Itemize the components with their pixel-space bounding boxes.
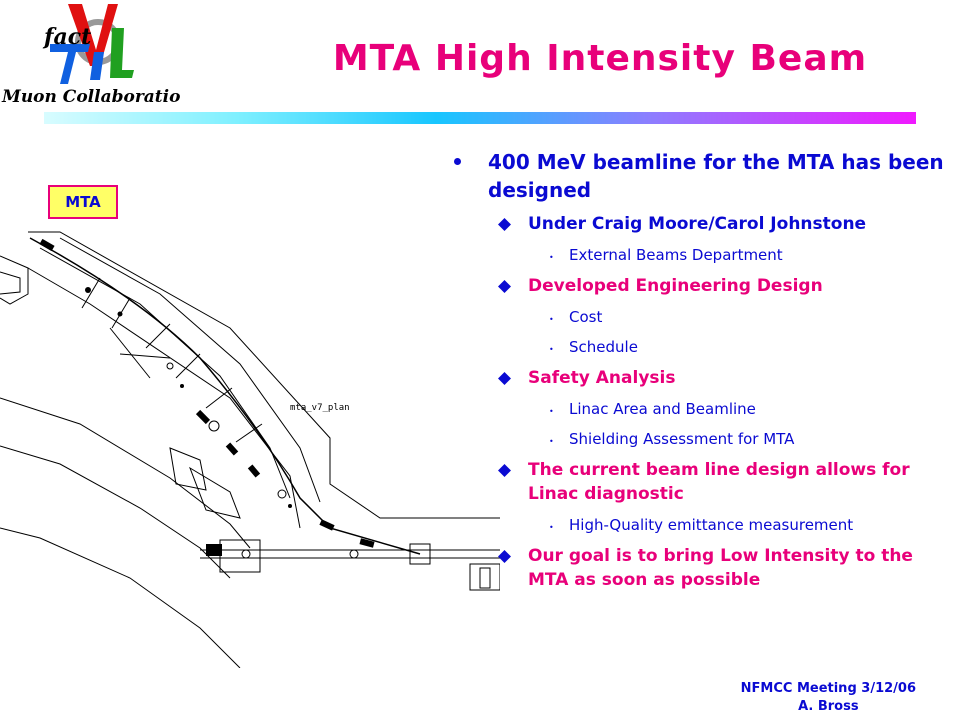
bullet-subsub: • Cost xyxy=(549,308,603,326)
bullet-list: 400 MeV beamline for the MTA has been de… xyxy=(448,148,948,600)
bullet-subsub: • Schedule xyxy=(549,338,638,356)
bullet-subsub: • External Beams Department xyxy=(549,246,783,264)
plan-label: mta_v7_plan xyxy=(290,403,350,413)
diamond-bullet-icon xyxy=(498,550,511,563)
bullet-dot-icon xyxy=(454,158,461,165)
logo-word-fact: fact xyxy=(42,24,91,50)
footer-meeting: NFMCC Meeting 3/12/06 xyxy=(740,681,916,696)
bullet-sub: Our goal is to bring Low Intensity to th… xyxy=(448,544,948,592)
bullet-sub: Developed Engineering Design xyxy=(448,274,948,298)
bullet-sub: Under Craig Moore/Carol Johnstone xyxy=(448,212,948,236)
logo-graphic: fact Muon Collaboration xyxy=(1,4,193,107)
bullet-subsub: • Shielding Assessment for MTA xyxy=(549,430,795,448)
logo-word-collab: Muon Collaboration xyxy=(1,87,180,107)
collaboration-logo: fact Muon Collaboration xyxy=(0,0,193,110)
page-title: MTA High Intensity Beam xyxy=(332,38,868,79)
footer-author: A. Bross xyxy=(798,699,859,714)
bullet-subsub: • High-Quality emittance measurement xyxy=(549,516,854,534)
diamond-bullet-icon xyxy=(498,218,511,231)
small-bullet-icon: • xyxy=(549,315,554,324)
footer: NFMCC Meeting 3/12/06 A. Bross xyxy=(741,680,916,716)
bullet-sub: The current beam line design allows for … xyxy=(448,458,948,506)
bullet-sub: Safety Analysis xyxy=(448,366,948,390)
title-divider xyxy=(44,112,916,124)
small-bullet-icon: • xyxy=(549,407,554,416)
bullet-main: 400 MeV beamline for the MTA has been de… xyxy=(448,148,948,204)
mta-tag: MTA xyxy=(48,185,118,219)
bullet-subsub: • Linac Area and Beamline xyxy=(549,400,756,418)
diamond-bullet-icon xyxy=(498,464,511,477)
small-bullet-icon: • xyxy=(549,523,554,532)
diamond-bullet-icon xyxy=(498,372,511,385)
small-bullet-icon: • xyxy=(549,253,554,262)
small-bullet-icon: • xyxy=(549,437,554,446)
beamline-plan-drawing: mta_v7_plan xyxy=(0,231,500,668)
diamond-bullet-icon xyxy=(498,280,511,293)
small-bullet-icon: • xyxy=(549,345,554,354)
